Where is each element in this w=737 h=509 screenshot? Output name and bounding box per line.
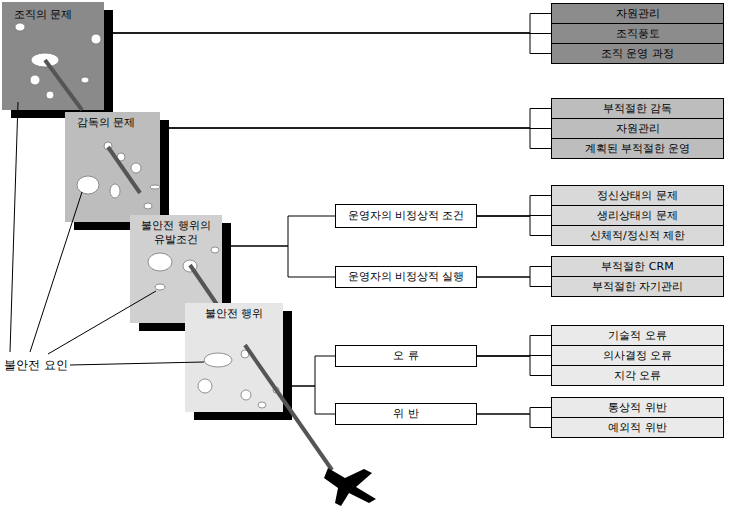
cheese-hole <box>150 185 160 189</box>
accident-trajectory <box>45 60 82 110</box>
category-label: 예외적 위반 <box>608 421 667 435</box>
cheese-hole <box>155 284 165 290</box>
bracket-connector <box>231 246 335 277</box>
bracket-connector <box>169 128 551 149</box>
category-label: 부적절한 감독 <box>603 102 673 116</box>
layer-title: 불안전 행위 <box>199 307 269 321</box>
category-box: 지각 오류 <box>551 365 724 386</box>
category-box: 생리상태의 문제 <box>551 205 724 226</box>
category-box: 운영자의 비정상적 조건 <box>335 204 477 228</box>
cheese-hole <box>144 203 152 209</box>
category-box: 정신상태의 문제 <box>551 185 724 206</box>
layer-title: 감독의 문제 <box>71 116 141 130</box>
bracket-connector <box>169 109 551 129</box>
category-box: 조직 운영 과정 <box>551 43 724 64</box>
bracket-connector <box>292 356 335 386</box>
bracket-connector <box>477 336 551 357</box>
accident-trajectory <box>245 345 332 470</box>
cheese-hole <box>258 402 266 408</box>
category-label: 통상적 위반 <box>608 401 667 415</box>
leader-line <box>10 102 18 352</box>
cheese-hole <box>91 34 101 44</box>
category-label: 조직 운영 과정 <box>601 47 674 61</box>
leader-line <box>30 192 82 352</box>
category-box: 오 류 <box>335 345 477 367</box>
bracket-connector <box>477 414 551 428</box>
cheese-hole <box>211 247 219 253</box>
cheese-hole <box>241 390 251 400</box>
category-label: 자원관리 <box>616 7 660 21</box>
bracket-connector <box>477 277 551 287</box>
category-label: 정신상태의 문제 <box>597 189 678 203</box>
slice-face <box>185 303 283 412</box>
category-box: 부적절한 감독 <box>551 98 724 119</box>
cheese-slice <box>65 112 169 230</box>
layer-title: 불안전 행위의 유발조건 <box>138 219 214 247</box>
slice-face <box>2 2 104 110</box>
cheese-hole <box>46 91 54 99</box>
cheese-hole <box>110 184 120 198</box>
aircraft-icon <box>324 468 376 506</box>
category-label: 위 반 <box>393 407 419 421</box>
category-label: 오 류 <box>393 349 419 363</box>
bracket-connector <box>477 196 551 217</box>
cheese-slice-node: 조직의 문제 <box>2 2 104 110</box>
category-label: 신체적/정신적 제한 <box>590 229 685 243</box>
bracket-connector <box>477 356 551 376</box>
slice-face <box>65 112 160 222</box>
category-box: 운영자의 비정상적 실행 <box>335 266 477 288</box>
accident-trajectory <box>190 265 218 306</box>
category-box: 의사결정 오류 <box>551 345 724 366</box>
category-box: 통상적 위반 <box>551 397 724 418</box>
cheese-hole <box>198 379 212 393</box>
bracket-connector <box>113 33 551 54</box>
cheese-slice-node: 불안전 행위 <box>185 303 283 412</box>
category-box: 부적절한 자기관리 <box>551 276 724 297</box>
category-label: 부적절한 CRM <box>601 260 673 274</box>
category-box: 계획된 부적절한 운영 <box>551 138 724 159</box>
cheese-slice-node: 불안전 행위의 유발조건 <box>130 215 222 323</box>
cheese-slice <box>2 2 113 118</box>
bracket-connector <box>477 267 551 278</box>
leader-line <box>70 362 204 365</box>
bracket-connector <box>292 386 335 414</box>
layer-title: 조직의 문제 <box>8 8 78 22</box>
category-label: 지각 오류 <box>614 369 662 383</box>
category-label: 운영자의 비정상적 실행 <box>348 270 465 284</box>
category-box: 기술적 오류 <box>551 325 724 346</box>
category-box: 자원관리 <box>551 3 724 24</box>
category-box: 자원관리 <box>551 118 724 139</box>
cheese-slice-node: 감독의 문제 <box>65 112 160 222</box>
category-box: 위 반 <box>335 403 477 425</box>
category-label: 부적절한 자기관리 <box>592 280 684 294</box>
category-label: 운영자의 비정상적 조건 <box>348 209 465 223</box>
category-label: 의사결정 오류 <box>603 349 673 363</box>
category-label: 계획된 부적절한 운영 <box>585 142 691 156</box>
category-label: 조직풍토 <box>616 27 660 41</box>
cheese-hole <box>15 23 25 31</box>
accident-trajectory <box>108 147 140 193</box>
bracket-connector <box>231 216 335 246</box>
bracket-connector <box>477 408 551 415</box>
category-label: 자원관리 <box>616 122 660 136</box>
cheese-hole <box>77 176 99 194</box>
category-box: 예외적 위반 <box>551 417 724 438</box>
leader-line <box>48 291 156 354</box>
category-label: 생리상태의 문제 <box>597 209 678 223</box>
bracket-connector <box>113 14 551 34</box>
callout-label: 불안전 요인 <box>3 357 69 374</box>
category-box: 신체적/정신적 제한 <box>551 225 724 246</box>
cheese-hole <box>204 353 232 367</box>
category-label: 기술적 오류 <box>608 329 667 343</box>
cheese-hole <box>131 163 141 173</box>
bracket-connector <box>477 216 551 236</box>
category-box: 부적절한 CRM <box>551 256 724 277</box>
cheese-hole <box>30 75 40 85</box>
cheese-hole <box>81 77 89 83</box>
cheese-hole <box>148 253 172 271</box>
category-box: 조직풍토 <box>551 23 724 44</box>
